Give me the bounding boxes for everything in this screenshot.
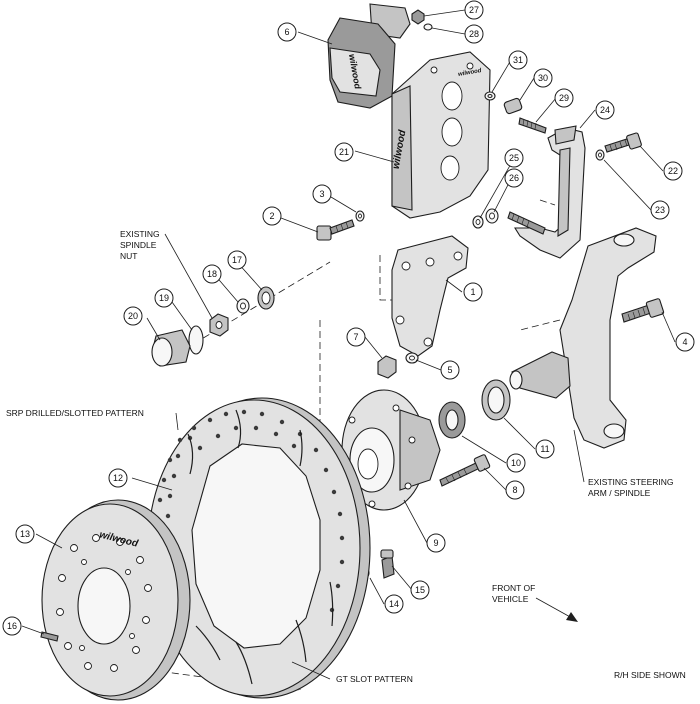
- svg-text:FRONT OF: FRONT OF: [492, 583, 535, 593]
- svg-text:20: 20: [128, 311, 138, 321]
- svg-text:23: 23: [655, 205, 665, 215]
- callout-16: 16: [2, 616, 22, 636]
- svg-text:VEHICLE: VEHICLE: [492, 594, 529, 604]
- svg-text:26: 26: [509, 173, 519, 183]
- svg-text:5: 5: [447, 365, 452, 375]
- svg-text:27: 27: [469, 5, 479, 15]
- steering-arm-label: EXISTING STEERING ARM / SPINDLE: [588, 477, 674, 498]
- callout-5: 5: [440, 360, 460, 380]
- svg-text:19: 19: [159, 293, 169, 303]
- caliper: wilwood wilwood: [391, 51, 491, 219]
- svg-text:4: 4: [682, 337, 687, 347]
- nut-and-washer: [377, 352, 419, 379]
- callout-19: 19: [154, 288, 174, 308]
- bolt-2: [316, 210, 365, 241]
- svg-text:SPINDLE: SPINDLE: [120, 240, 157, 250]
- callout-27: 27: [464, 0, 484, 20]
- svg-text:1: 1: [470, 287, 475, 297]
- callout-7: 7: [346, 327, 366, 347]
- svg-text:22: 22: [668, 166, 678, 176]
- front-of-vehicle-label: FRONT OF VEHICLE: [492, 583, 535, 604]
- svg-text:21: 21: [339, 147, 349, 157]
- callout-15: 15: [410, 580, 430, 600]
- callout-23: 23: [650, 200, 670, 220]
- callout-24: 24: [595, 100, 615, 120]
- svg-text:28: 28: [469, 29, 479, 39]
- caliper-side-logo: wilwood: [458, 68, 483, 78]
- svg-text:6: 6: [284, 27, 289, 37]
- callout-11: 11: [535, 439, 555, 459]
- svg-text:8: 8: [512, 485, 517, 495]
- caliper-bracket: [507, 125, 586, 259]
- callout-31: 31: [508, 50, 528, 70]
- rotor-hat: wilwood: [40, 499, 191, 701]
- steering-spindle: [509, 227, 665, 449]
- wheel-hub: [341, 389, 491, 511]
- mounting-bracket: [391, 235, 469, 357]
- side-shown-label: R/H SIDE SHOWN: [614, 670, 686, 680]
- srp-pattern-label: SRP DRILLED/SLOTTED PATTERN: [6, 408, 144, 418]
- callout-18: 18: [202, 264, 222, 284]
- svg-text:7: 7: [353, 332, 358, 342]
- svg-text:12: 12: [113, 473, 123, 483]
- svg-text:ARM / SPINDLE: ARM / SPINDLE: [588, 488, 651, 498]
- caliper-hardware: [411, 9, 547, 134]
- callout-25: 25: [504, 148, 524, 168]
- leader-lines: [21, 9, 676, 680]
- svg-text:30: 30: [538, 73, 548, 83]
- callout-17: 17: [227, 250, 247, 270]
- callout-1: 1: [463, 282, 483, 302]
- svg-text:25: 25: [509, 153, 519, 163]
- svg-text:9: 9: [433, 538, 438, 548]
- wheel-bearings: [438, 379, 511, 439]
- callout-29: 29: [554, 88, 574, 108]
- bracket-bolt: [595, 132, 642, 161]
- svg-text:3: 3: [319, 189, 324, 199]
- front-direction-arrow: [535, 597, 578, 622]
- callout-30: 30: [533, 68, 553, 88]
- callout-12: 12: [108, 468, 128, 488]
- callout-28: 28: [464, 24, 484, 44]
- callout-20: 20: [123, 306, 143, 326]
- callout-21: 21: [334, 142, 354, 162]
- spindle-nut-stack: [151, 286, 275, 367]
- svg-text:15: 15: [415, 585, 425, 595]
- callout-9: 9: [426, 533, 446, 553]
- callout-8: 8: [505, 480, 525, 500]
- bracket-spacers: [472, 208, 499, 229]
- svg-text:14: 14: [389, 599, 399, 609]
- callout-13: 13: [15, 524, 35, 544]
- svg-text:11: 11: [540, 444, 549, 454]
- callout-10: 10: [506, 453, 526, 473]
- callout-4: 4: [675, 332, 695, 352]
- callout-22: 22: [663, 161, 683, 181]
- brake-pads: wilwood: [327, 3, 411, 109]
- svg-text:EXISTING STEERING: EXISTING STEERING: [588, 477, 674, 487]
- svg-text:13: 13: [20, 529, 30, 539]
- svg-text:2: 2: [269, 211, 274, 221]
- svg-text:EXISTING: EXISTING: [120, 229, 160, 239]
- callout-26: 26: [504, 168, 524, 188]
- callout-14: 14: [384, 594, 404, 614]
- callout-3: 3: [312, 184, 332, 204]
- svg-text:16: 16: [7, 621, 17, 631]
- svg-text:29: 29: [559, 93, 569, 103]
- callout-6: 6: [277, 22, 297, 42]
- gt-slot-pattern-label: GT SLOT PATTERN: [336, 674, 413, 684]
- brake-rotor: [147, 397, 371, 699]
- svg-text:18: 18: [207, 269, 217, 279]
- svg-text:24: 24: [600, 105, 610, 115]
- svg-text:31: 31: [513, 55, 523, 65]
- svg-text:10: 10: [511, 458, 521, 468]
- svg-text:17: 17: [232, 255, 242, 265]
- callout-2: 2: [262, 206, 282, 226]
- svg-text:NUT: NUT: [120, 251, 137, 261]
- spindle-nut-label: EXISTING SPINDLE NUT: [120, 229, 160, 261]
